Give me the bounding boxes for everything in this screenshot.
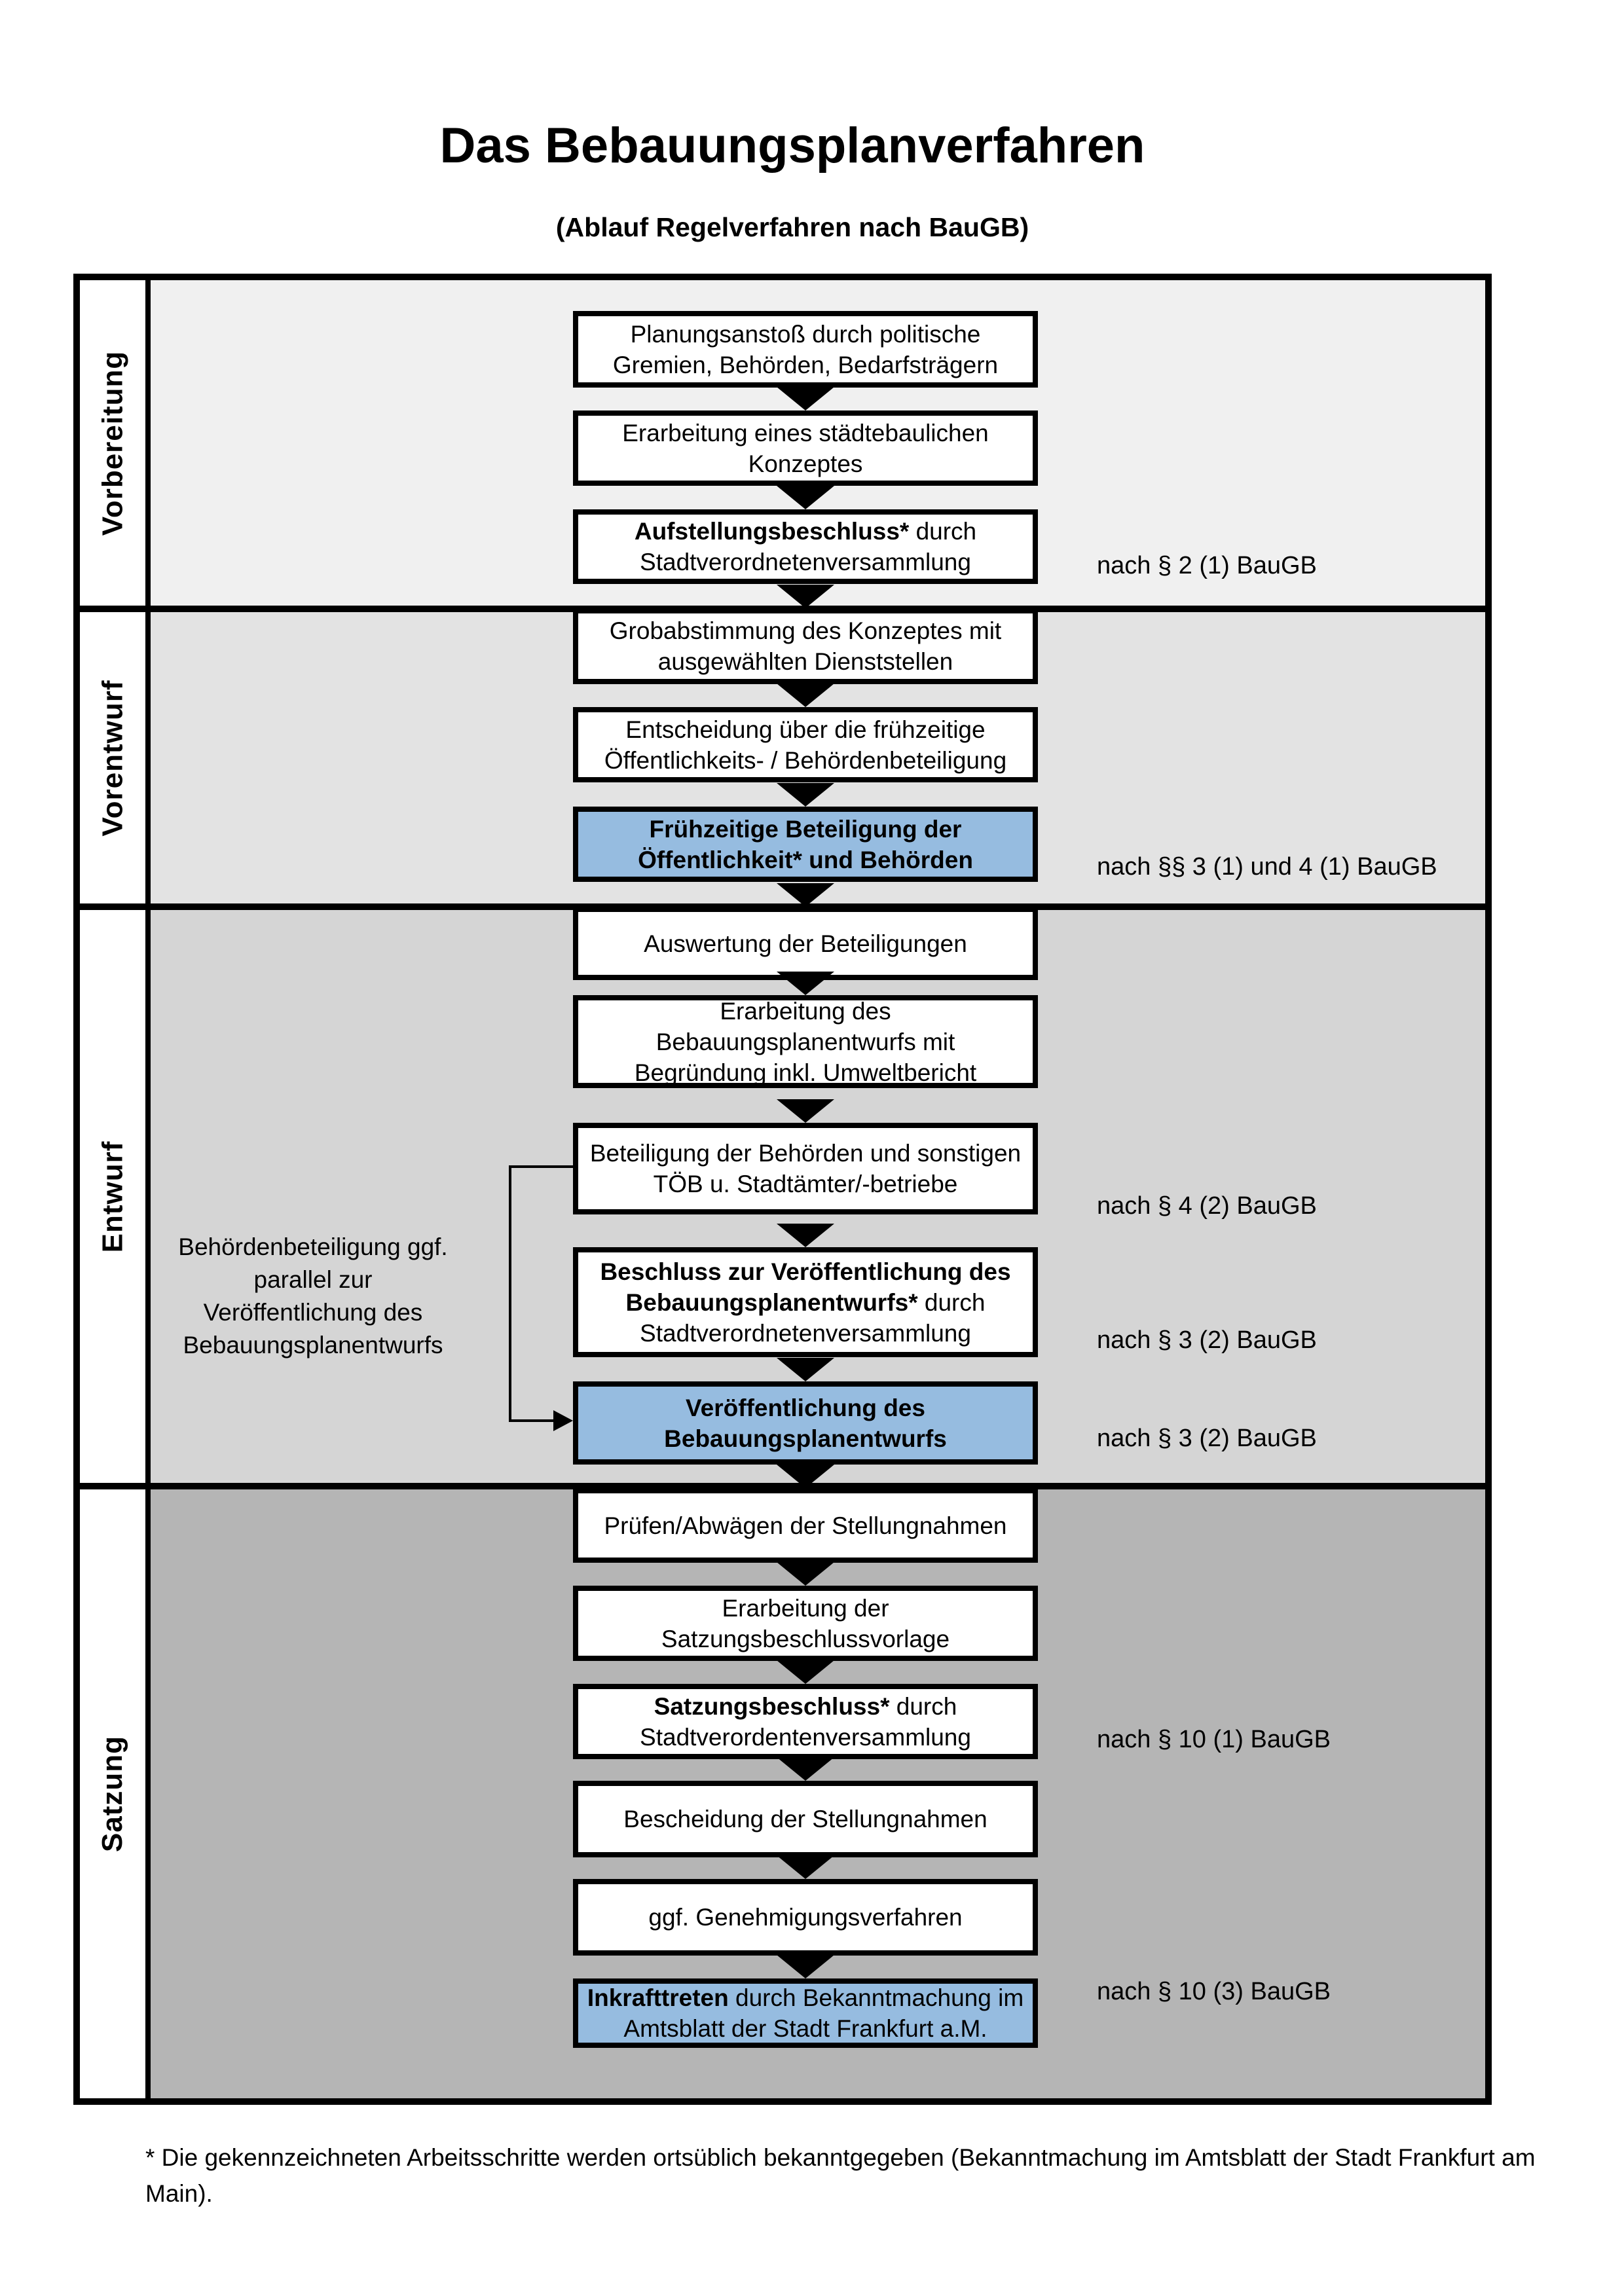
flow-box-beschluss-veroeffentlichung: Beschluss zur Veröffentlichung des Bebau… [573,1247,1038,1357]
section-label-column: Satzung [80,1489,151,2098]
flow-box-grobabstimmung: Grobabstimmung des Konzeptes mit ausgewä… [573,608,1038,684]
arrow-down-icon [777,683,834,707]
flow-box-text: Erarbeitung des Bebauungsplanentwurfs mi… [634,997,977,1086]
arrow-down-icon [777,1224,834,1247]
arrow-down-icon [777,1099,834,1123]
flow-box-fruehzeitige-beteiligung: Frühzeitige Beteiligung der Öffentlichke… [573,807,1038,882]
flow-box-text: Bescheidung der Stellungnahmen [623,1806,987,1832]
legal-ref: nach § 10 (1) BauGB [1097,1726,1331,1753]
flow-box-text: Planungsanstoß durch politische Gremien,… [612,320,999,378]
flow-box-text: ggf. Genehmigungsverfahren [648,1904,963,1931]
flow-box-text: Veröffentlichung des Bebauungsplanentwur… [664,1394,947,1452]
flow-box-entscheidung-beteiligung: Entscheidung über die frühzeitige Öffent… [573,707,1038,782]
flow-box-satzungsbeschlussvorlage: Erarbeitung der Satzungsbeschlussvorlage [573,1586,1038,1661]
bracket-line-top [509,1165,573,1168]
arrow-down-icon [777,1955,834,1978]
arrow-down-icon [777,1562,834,1586]
flow-box-erarbeitung-entwurf: Erarbeitung des Bebauungsplanentwurfs mi… [573,995,1038,1088]
arrow-down-icon [777,486,834,509]
flow-box-text: Erarbeitung der Satzungsbeschlussvorlage [661,1594,950,1652]
flow-box-text: Aufstellungsbeschluss* durch Stadtverord… [634,518,977,575]
flow-box-bescheidung: Bescheidung der Stellungnahmen [573,1781,1038,1857]
flow-box-veroeffentlichung: Veröffentlichung des Bebauungsplanentwur… [573,1381,1038,1465]
flowchart-frame: Vorbereitung Vorentwurf Entwurf Satzung … [73,274,1492,2105]
legal-ref: nach § 2 (1) BauGB [1097,552,1317,579]
flow-box-inkrafttreten: Inkrafttreten durch Bekanntmachung im Am… [573,1978,1038,2048]
flow-box-aufstellungsbeschluss: Aufstellungsbeschluss* durch Stadtverord… [573,509,1038,584]
arrow-down-icon [777,387,834,410]
page-title: Das Bebauungsplanverfahren [439,118,1145,173]
footnote: * Die gekennzeichneten Arbeitsschritte w… [145,2144,1536,2207]
section-label-column: Entwurf [80,910,151,1483]
bracket-line-bottom [509,1419,556,1422]
flow-box-text: Entscheidung über die frühzeitige Öffent… [604,716,1007,774]
arrow-down-icon [777,883,834,907]
arrow-right-icon [553,1410,573,1431]
legal-ref: nach § 4 (2) BauGB [1097,1192,1317,1220]
legal-ref: nach § 3 (2) BauGB [1097,1326,1317,1354]
flow-box-text: Beschluss zur Veröffentlichung des Bebau… [600,1258,1011,1347]
flow-box-text: Frühzeitige Beteiligung der Öffentlichke… [638,815,973,873]
side-note-parallel-process: Behördenbeteiligung ggf. parallel zur Ve… [178,1233,448,1358]
flow-box-satzungsbeschluss: Satzungsbeschluss* durch Stadtverordente… [573,1684,1038,1759]
arrow-down-icon [777,1757,834,1781]
legal-ref: nach § 3 (2) BauGB [1097,1425,1317,1452]
arrow-down-icon [777,972,834,995]
arrow-down-icon [777,1660,834,1684]
flow-layer: Planungsanstoß durch politische Gremien,… [80,280,1485,2098]
flow-box-staedtebauliches-konzept: Erarbeitung eines städtebaulichen Konzep… [573,410,1038,486]
arrow-down-icon [777,1358,834,1381]
legal-ref: nach §§ 3 (1) und 4 (1) BauGB [1097,853,1437,881]
flow-box-text: Grobabstimmung des Konzeptes mit ausgewä… [609,617,1002,675]
arrow-down-icon [777,1855,834,1879]
flow-box-genehmigungsverfahren: ggf. Genehmigungsverfahren [573,1879,1038,1956]
flow-box-planungsanstoss: Planungsanstoß durch politische Gremien,… [573,311,1038,388]
flow-box-auswertung: Auswertung der Beteiligungen [573,907,1038,980]
flow-box-pruefen-abwaegen: Prüfen/Abwägen der Stellungnahmen [573,1488,1038,1563]
flow-box-text: Auswertung der Beteiligungen [644,930,967,957]
arrow-down-icon [777,585,834,608]
arrow-down-icon [777,1465,834,1488]
flow-box-text: Erarbeitung eines städtebaulichen Konzep… [622,419,989,477]
legal-ref: nach § 10 (3) BauGB [1097,1978,1331,2005]
bracket-line-vertical [509,1165,511,1422]
section-label-column: Vorbereitung [80,280,151,606]
arrow-down-icon [777,783,834,807]
flow-box-text: Prüfen/Abwägen der Stellungnahmen [604,1512,1007,1539]
flow-box-beteiligung-behoerden: Beteiligung der Behörden und sonstigen T… [573,1123,1038,1214]
flow-box-text: Satzungsbeschluss* durch Stadtverordente… [640,1692,971,1751]
flow-box-text: Inkrafttreten durch Bekanntmachung im Am… [587,1984,1024,2042]
flow-box-text: Beteiligung der Behörden und sonstigen T… [589,1140,1022,1197]
section-label-column: Vorentwurf [80,612,151,903]
page-subtitle: (Ablauf Regelverfahren nach BauGB) [555,212,1029,242]
